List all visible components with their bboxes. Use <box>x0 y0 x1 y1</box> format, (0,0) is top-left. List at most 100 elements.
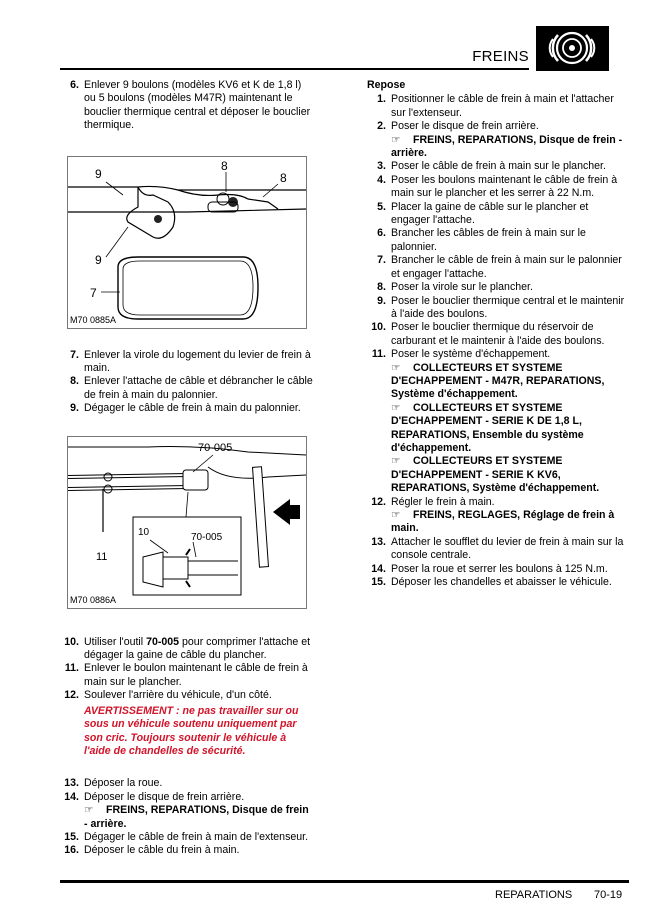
step-number: 15. <box>371 576 386 589</box>
cross-reference: ☞FREINS, REGLAGES, Réglage de frein à ma… <box>391 509 615 535</box>
step-number: 6. <box>70 79 79 91</box>
figure1-label: 8 <box>221 159 228 173</box>
step-text: Poser la virole sur le plancher. <box>391 281 533 294</box>
step-number: 12. <box>64 689 79 702</box>
step-number: 8. <box>70 375 79 388</box>
step-item: 2. Poser le disque de frein arrière.☞FREI… <box>367 120 629 160</box>
cross-reference: ☞COLLECTEURS ET SYSTEME D'ECHAPPEMENT - … <box>391 401 584 454</box>
step-item: 10. Utiliser l'outil 70-005 pour comprim… <box>64 635 311 662</box>
step-item: 15. Déposer les chandelles et abaisser le… <box>367 576 629 589</box>
figure1-label: 8 <box>280 171 287 185</box>
step-item: 5. Placer la gaine de câble sur le planch… <box>367 201 629 228</box>
step-text: Régler le frein à main. <box>391 495 495 508</box>
step-number: 13. <box>64 777 79 790</box>
step-item: 12. Soulever l'arrière du véhicule, d'un … <box>60 689 314 702</box>
figure1-label: 7 <box>90 286 97 300</box>
safety-warning: AVERTISSEMENT : ne pas travailler sur ou… <box>84 704 299 757</box>
step-number: 7. <box>70 348 79 361</box>
cross-reference: ☞FREINS, REPARATIONS, Disque de frein - … <box>391 133 623 160</box>
step-text: Soulever l'arrière du véhicule, d'un côt… <box>84 689 272 702</box>
hand-pointer-icon: ☞ <box>391 133 401 146</box>
right-column: Repose 1.Positionner le câble de frein à… <box>367 79 629 589</box>
step-text: Positionner le câble de frein à main et … <box>391 93 614 119</box>
step-item: 16.Déposer le câble du frein à main. <box>60 844 314 857</box>
step-number: 11. <box>64 662 79 675</box>
step-text: Enlever l'attache de câble et débrancher… <box>84 375 313 401</box>
step-number: 8. <box>377 281 386 294</box>
step-item: 13. Déposer la roue. <box>60 777 314 790</box>
step-text: Poser le câble de frein à main sur le pl… <box>391 160 606 173</box>
step-item: 14. Poser la roue et serrer les boulons à… <box>367 563 629 576</box>
cross-reference: ☞COLLECTEURS ET SYSTEME D'ECHAPPEMENT - … <box>391 361 605 401</box>
header-rule <box>60 68 529 70</box>
step-number: 4. <box>377 173 386 186</box>
footer-section: REPARATIONS <box>495 889 573 901</box>
step-item: 7.Enlever la virole du logement du levie… <box>60 349 314 376</box>
step-text: Déposer la roue. <box>84 777 163 790</box>
figure2-code: M70 0886A <box>70 595 116 605</box>
step-text: Dégager le câble de frein à main du palo… <box>84 402 301 415</box>
step-item: 9. Dégager le câble de frein à main du pa… <box>60 402 314 415</box>
step-number: 10. <box>371 321 386 334</box>
figure2-label: 70-005 <box>191 532 223 543</box>
step-text: Poser le bouclier thermique du réservoir… <box>391 321 605 347</box>
step-number: 9. <box>70 402 79 415</box>
hand-pointer-icon: ☞ <box>391 401 401 414</box>
left-column: 6. Enlever 9 boulons (modèles KV6 et K de… <box>60 79 314 858</box>
step-number: 6. <box>377 227 386 240</box>
step-item: 7.Brancher le câble de frein à main sur … <box>367 254 629 281</box>
step-item: 11.Poser le système d'échappement.☞COLLE… <box>367 348 629 495</box>
step-number: 15. <box>64 830 79 843</box>
step-item: 3. Poser le câble de frein à main sur le … <box>367 160 629 173</box>
step-number: 14. <box>64 790 79 803</box>
step-item: 11.Enlever le boulon maintenant le câble… <box>60 662 314 689</box>
step-number: 14. <box>371 562 386 575</box>
step-number: 5. <box>377 200 386 213</box>
footer-rule <box>60 880 629 883</box>
step-item: 15. Dégager le câble de frein à main de l… <box>60 831 314 844</box>
step-number: 11. <box>371 348 386 361</box>
step-text: Déposer les chandelles et abaisser le vé… <box>391 576 612 589</box>
step-number: 9. <box>377 294 386 307</box>
step-item: 14.Déposer le disque de frein arrière. <box>60 791 314 804</box>
figure-heat-shield: 9 8 8 9 7 M70 0885A <box>67 155 307 329</box>
step-text: Poser les boulons maintenant le câble de… <box>391 173 618 200</box>
figure1-label: 9 <box>95 167 102 181</box>
step-text: Poser la roue et serrer les boulons à 12… <box>391 562 608 575</box>
figure-cable-tool: 70-005 10 70-005 11 M70 0886A <box>67 435 307 609</box>
hand-pointer-icon: ☞ <box>391 361 401 374</box>
step-item: 9. Poser le bouclier thermique central et… <box>367 295 629 322</box>
step-item: 13. Attacher le soufflet du levier de fre… <box>367 536 629 563</box>
step-number: 3. <box>377 160 386 173</box>
step-number: 2. <box>377 120 386 133</box>
step-text: Poser le disque de frein arrière. <box>391 120 539 133</box>
step-number: 12. <box>371 495 386 508</box>
step-text: Attacher le soufflet du levier de frein … <box>391 535 624 562</box>
figure1-label: 9 <box>95 253 102 267</box>
step-item: 8. Poser la virole sur le plancher. <box>367 281 629 294</box>
step-number: 16. <box>64 844 79 857</box>
cross-reference: ☞COLLECTEURS ET SYSTEME D'ECHAPPEMENT - … <box>391 455 600 495</box>
hand-pointer-icon: ☞ <box>391 509 401 521</box>
figure2-label: 70-005 <box>198 442 232 454</box>
step-text: Enlever 9 boulons (modèles KV6 et K de 1… <box>84 79 311 132</box>
hand-pointer-icon: ☞ <box>391 455 401 468</box>
page-number: 70-19 <box>594 889 623 901</box>
step-text: Placer la gaine de câble sur le plancher… <box>391 200 589 227</box>
step-text: Poser le bouclier thermique central et l… <box>391 294 625 320</box>
step-item: 6. Enlever 9 boulons (modèles KV6 et K de… <box>60 79 314 133</box>
step-text: Poser le système d'échappement. <box>391 348 551 361</box>
tool-code: 70-005 <box>146 635 180 648</box>
page-section-title: FREINS <box>472 48 529 65</box>
step-item: 10. Poser le bouclier thermique du réserv… <box>367 321 629 348</box>
figure1-code: M70 0885A <box>70 315 116 325</box>
step-text: Dégager le câble de frein à main de l'ex… <box>84 830 309 843</box>
step-item: 4. Poser les boulons maintenant le câble … <box>367 174 629 201</box>
step-item: 6. Brancher les câbles de frein à main su… <box>367 227 629 254</box>
step-text: Brancher les câbles de frein à main sur … <box>391 227 586 253</box>
step-item: 1.Positionner le câble de frein à main e… <box>367 93 629 120</box>
step-item: 8. Enlever l'attache de câble et débranch… <box>60 375 314 402</box>
step-number: 7. <box>377 254 386 267</box>
step-number: 13. <box>371 535 386 548</box>
figure2-label: 11 <box>96 551 107 563</box>
